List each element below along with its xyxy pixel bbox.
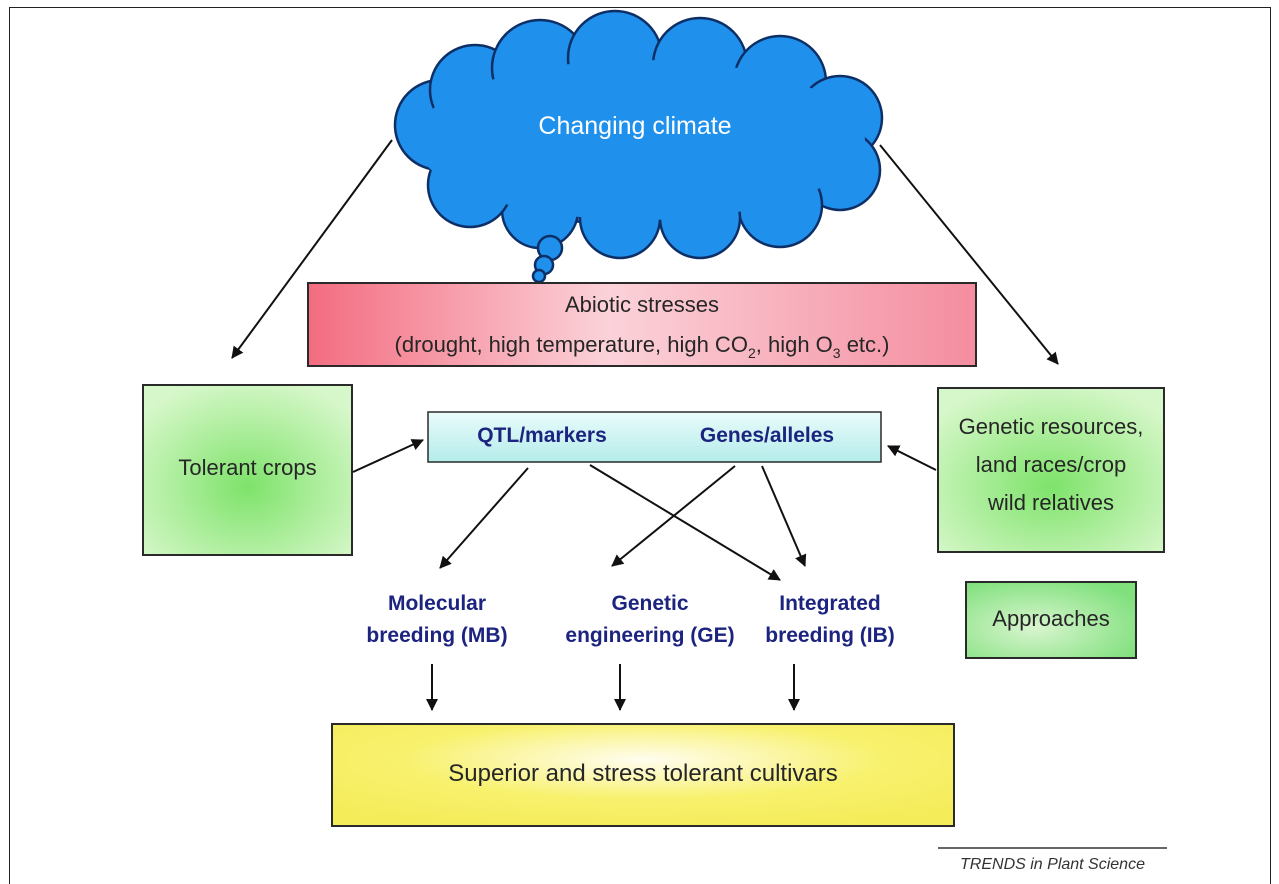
source-credit: TRENDS in Plant Science bbox=[960, 856, 1145, 873]
arrow-cloud-to-tolerant bbox=[231, 139, 393, 359]
arrow-cloud-to-resources bbox=[879, 144, 1059, 365]
arrow-resources-to-markers bbox=[887, 445, 937, 471]
method-molecular-breeding: Molecular breeding (MB) bbox=[366, 592, 508, 647]
arrow-qtl-to-ib bbox=[589, 464, 781, 581]
arrow-genes-to-ge bbox=[611, 465, 736, 567]
genetic-resources-label: Genetic resources, land races/crop wild … bbox=[958, 414, 1144, 515]
cloud-shape bbox=[393, 9, 884, 284]
approaches-legend-box bbox=[965, 581, 1137, 659]
genes-alleles-label: Genes/alleles bbox=[699, 424, 835, 447]
markers-box bbox=[427, 411, 882, 463]
arrow-qtl-to-mb bbox=[439, 467, 529, 569]
cloud-label: Changing climate bbox=[538, 112, 732, 140]
figure-frame bbox=[9, 7, 1271, 884]
abiotic-stress-box bbox=[307, 282, 977, 367]
arrow-tolerant-to-markers bbox=[352, 439, 424, 473]
tolerant-crops-label: Tolerant crops bbox=[178, 455, 317, 480]
method-genetic-engineering: Genetic engineering (GE) bbox=[565, 592, 735, 647]
method-integrated-breeding: Integrated breeding (IB) bbox=[765, 592, 895, 647]
abiotic-stress-title: Abiotic stresses bbox=[564, 292, 720, 317]
outcome-label: Superior and stress tolerant cultivars bbox=[448, 760, 838, 787]
arrow-genes-to-ib bbox=[761, 465, 807, 567]
tolerant-crops-box bbox=[142, 384, 353, 556]
outcome-box bbox=[331, 723, 955, 827]
approaches-label: Approaches bbox=[992, 606, 1110, 631]
abiotic-stress-examples: (drought, high temperature, high CO2, hi… bbox=[394, 332, 890, 361]
genetic-resources-box bbox=[937, 387, 1165, 553]
qtl-markers-label: QTL/markers bbox=[477, 424, 607, 447]
